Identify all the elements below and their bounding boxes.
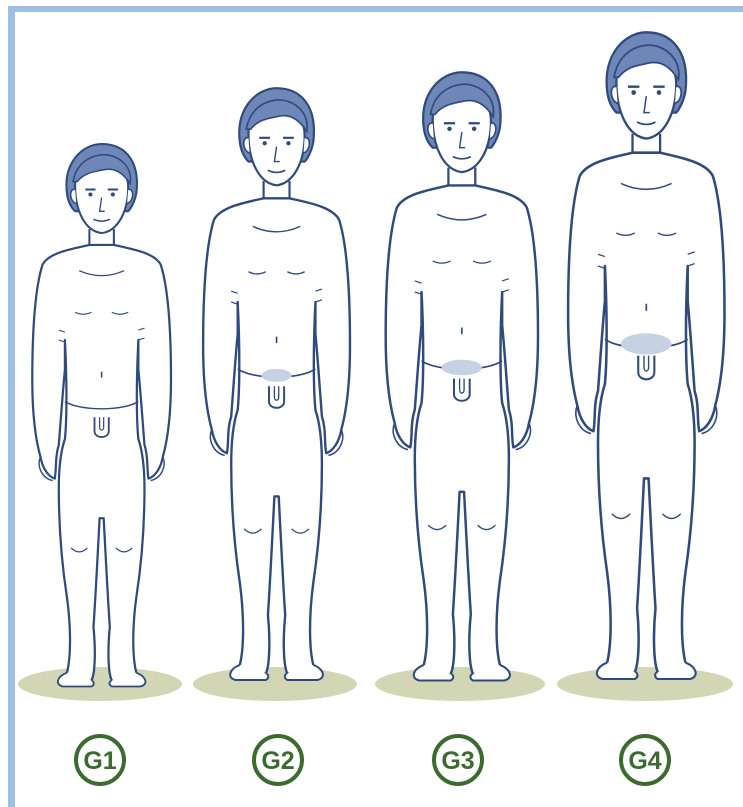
- ground-shadow-g1: [18, 667, 182, 701]
- stage-label-text: G3: [441, 747, 474, 775]
- stage-label-g4: G4: [621, 736, 669, 784]
- boy-stage-2-figure: [203, 88, 350, 680]
- stage-label-g2: G2: [254, 736, 302, 784]
- ground-shadow-g4: [557, 667, 733, 701]
- stage-label-text: G2: [261, 747, 294, 775]
- stage-label-g1: G1: [76, 736, 124, 784]
- ground-shadow-g2: [193, 667, 357, 701]
- boy-stage-3-figure: [386, 72, 538, 680]
- stage-label-g3: G3: [434, 736, 482, 784]
- stage-label-text: G1: [83, 747, 116, 775]
- boy-stage-1-figure: [32, 144, 171, 687]
- stage-label-text: G4: [628, 747, 661, 775]
- ground-shadow-g3: [375, 667, 545, 701]
- boy-stage-4-figure: [568, 32, 724, 679]
